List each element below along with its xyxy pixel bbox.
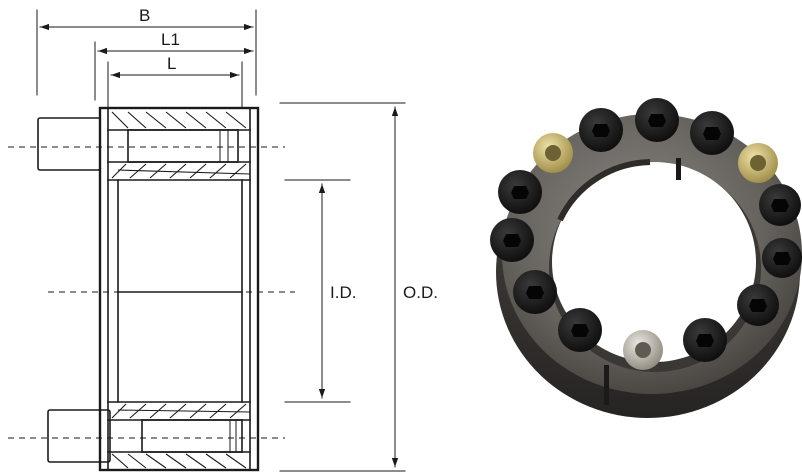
black-bolt — [737, 284, 779, 326]
black-bolt — [558, 308, 602, 352]
black-bolt — [635, 98, 679, 142]
black-bolt — [683, 318, 727, 362]
dimension-od: O.D. — [279, 102, 438, 472]
dimension-od-label: O.D. — [403, 283, 438, 302]
black-bolt — [490, 218, 534, 262]
dimension-l1-label: L1 — [161, 30, 180, 49]
locking-assembly-photo — [490, 98, 802, 418]
dimension-l: L — [110, 54, 240, 79]
black-bolts — [490, 98, 802, 362]
brass-bolt — [738, 143, 778, 183]
cross-section-body — [37, 106, 260, 472]
dimension-id: I.D. — [284, 179, 356, 403]
upper-taper-hatching — [111, 111, 251, 179]
ring-slit-bottom — [604, 365, 609, 405]
brass-bolt — [533, 133, 573, 173]
bottom-bolt-head — [47, 409, 111, 463]
technical-drawing: B L1 L — [8, 6, 438, 472]
lower-taper-hatching — [111, 403, 251, 469]
silver-bolt — [623, 330, 663, 370]
dimension-l-label: L — [167, 54, 176, 73]
black-bolt — [513, 270, 557, 314]
dimension-id-label: I.D. — [330, 283, 356, 302]
brass-bolts — [533, 133, 778, 370]
black-bolt — [759, 184, 801, 226]
black-bolt — [579, 108, 623, 152]
dimension-b-label: B — [139, 6, 150, 25]
dimension-b: B — [39, 6, 254, 31]
black-bolt — [762, 238, 802, 278]
black-bolt — [690, 111, 734, 155]
top-bolt-head — [37, 117, 101, 171]
ring-slit-top — [676, 158, 681, 180]
extension-lines — [36, 9, 257, 109]
black-bolt — [498, 170, 542, 214]
dimension-l1: L1 — [97, 30, 254, 55]
ring-bore — [552, 162, 756, 362]
